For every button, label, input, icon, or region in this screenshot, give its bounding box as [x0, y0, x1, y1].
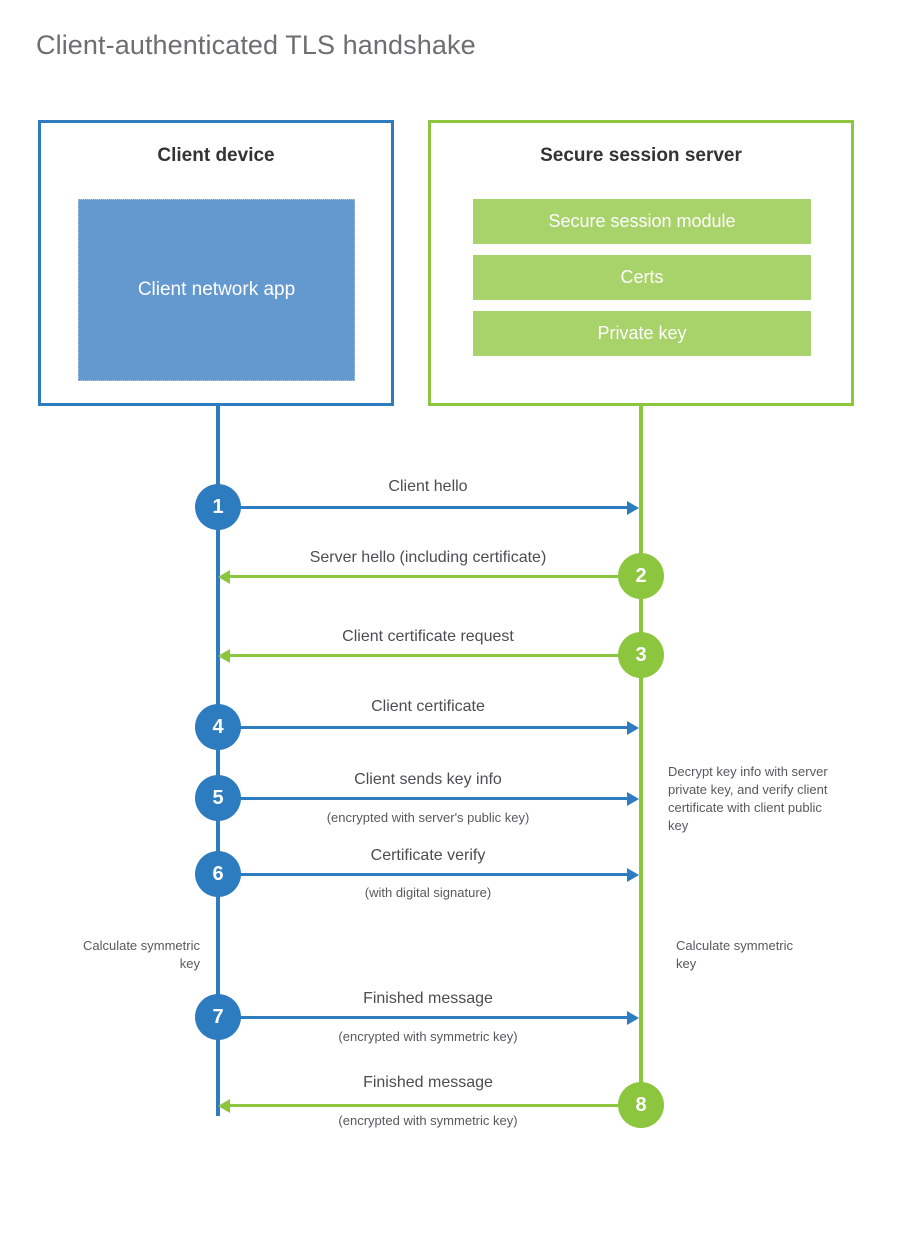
step-1-circle[interactable]: 1: [195, 484, 241, 530]
step-8-label: Finished message: [363, 1074, 493, 1091]
step-1-arrow: [218, 500, 639, 515]
server-calculate-symmetric-key-annotation: Calculate symmetric key: [676, 938, 794, 971]
step-1-label: Client hello: [388, 478, 468, 495]
step-5-sublabel: (encrypted with server's public key): [326, 810, 530, 825]
client-network-app-box: Client network app: [78, 199, 355, 381]
step-8-sublabel: (encrypted with symmetric key): [338, 1113, 518, 1128]
step-7-arrow: [218, 1010, 639, 1025]
step-4-arrow: [218, 720, 639, 735]
arrowhead-left-icon: [218, 1098, 230, 1113]
arrowhead-left-icon: [218, 648, 230, 663]
step-2-arrow: [218, 569, 629, 584]
server-module-certs: Certs: [473, 255, 811, 300]
client-calculate-symmetric-key-annotation: Calculate symmetric key: [82, 938, 200, 971]
step-3-arrow: [218, 648, 629, 663]
step-4-circle[interactable]: 4: [195, 704, 241, 750]
server-lifeline: [639, 406, 643, 1106]
step-4-label: Client certificate: [371, 698, 485, 715]
arrowhead-right-icon: [627, 791, 639, 806]
secure-session-server-box: Secure session server Secure session mod…: [428, 120, 854, 406]
server-decrypt-annotation: Decrypt key info with server private key…: [668, 764, 828, 833]
page-title: Client-authenticated TLS handshake: [36, 30, 476, 60]
step-8-arrow: [218, 1098, 629, 1113]
arrowhead-left-icon: [218, 569, 230, 584]
step-5-arrow: [218, 791, 639, 806]
step-6-sublabel: (with digital signature): [364, 885, 492, 900]
step-8-circle[interactable]: 8: [618, 1082, 664, 1128]
client-device-title: Client device: [157, 145, 275, 166]
arrowhead-right-icon: [627, 720, 639, 735]
step-2-circle[interactable]: 2: [618, 553, 664, 599]
step-5-label: Client sends key info: [354, 771, 502, 788]
step-5-circle[interactable]: 5: [195, 775, 241, 821]
step-6-arrow: [218, 867, 639, 882]
step-6-label: Certificate verify: [370, 847, 486, 864]
server-module-secure-session-module: Secure session module: [473, 199, 811, 244]
server-module-private-key: Private key: [473, 311, 811, 356]
arrowhead-right-icon: [627, 1010, 639, 1025]
server-module-list: Secure session module Certs Private key: [473, 199, 811, 356]
step-7-sublabel: (encrypted with symmetric key): [338, 1029, 518, 1044]
step-7-circle[interactable]: 7: [195, 994, 241, 1040]
step-2-label: Server hello (including certificate): [309, 549, 547, 566]
step-7-label: Finished message: [363, 990, 493, 1007]
client-lifeline: [216, 406, 220, 1116]
step-6-circle[interactable]: 6: [195, 851, 241, 897]
step-3-circle[interactable]: 3: [618, 632, 664, 678]
step-3-label: Client certificate request: [342, 628, 514, 645]
client-device-box: Client device Client network app: [38, 120, 394, 406]
secure-session-server-title: Secure session server: [540, 145, 742, 166]
arrowhead-right-icon: [627, 500, 639, 515]
arrowhead-right-icon: [627, 867, 639, 882]
